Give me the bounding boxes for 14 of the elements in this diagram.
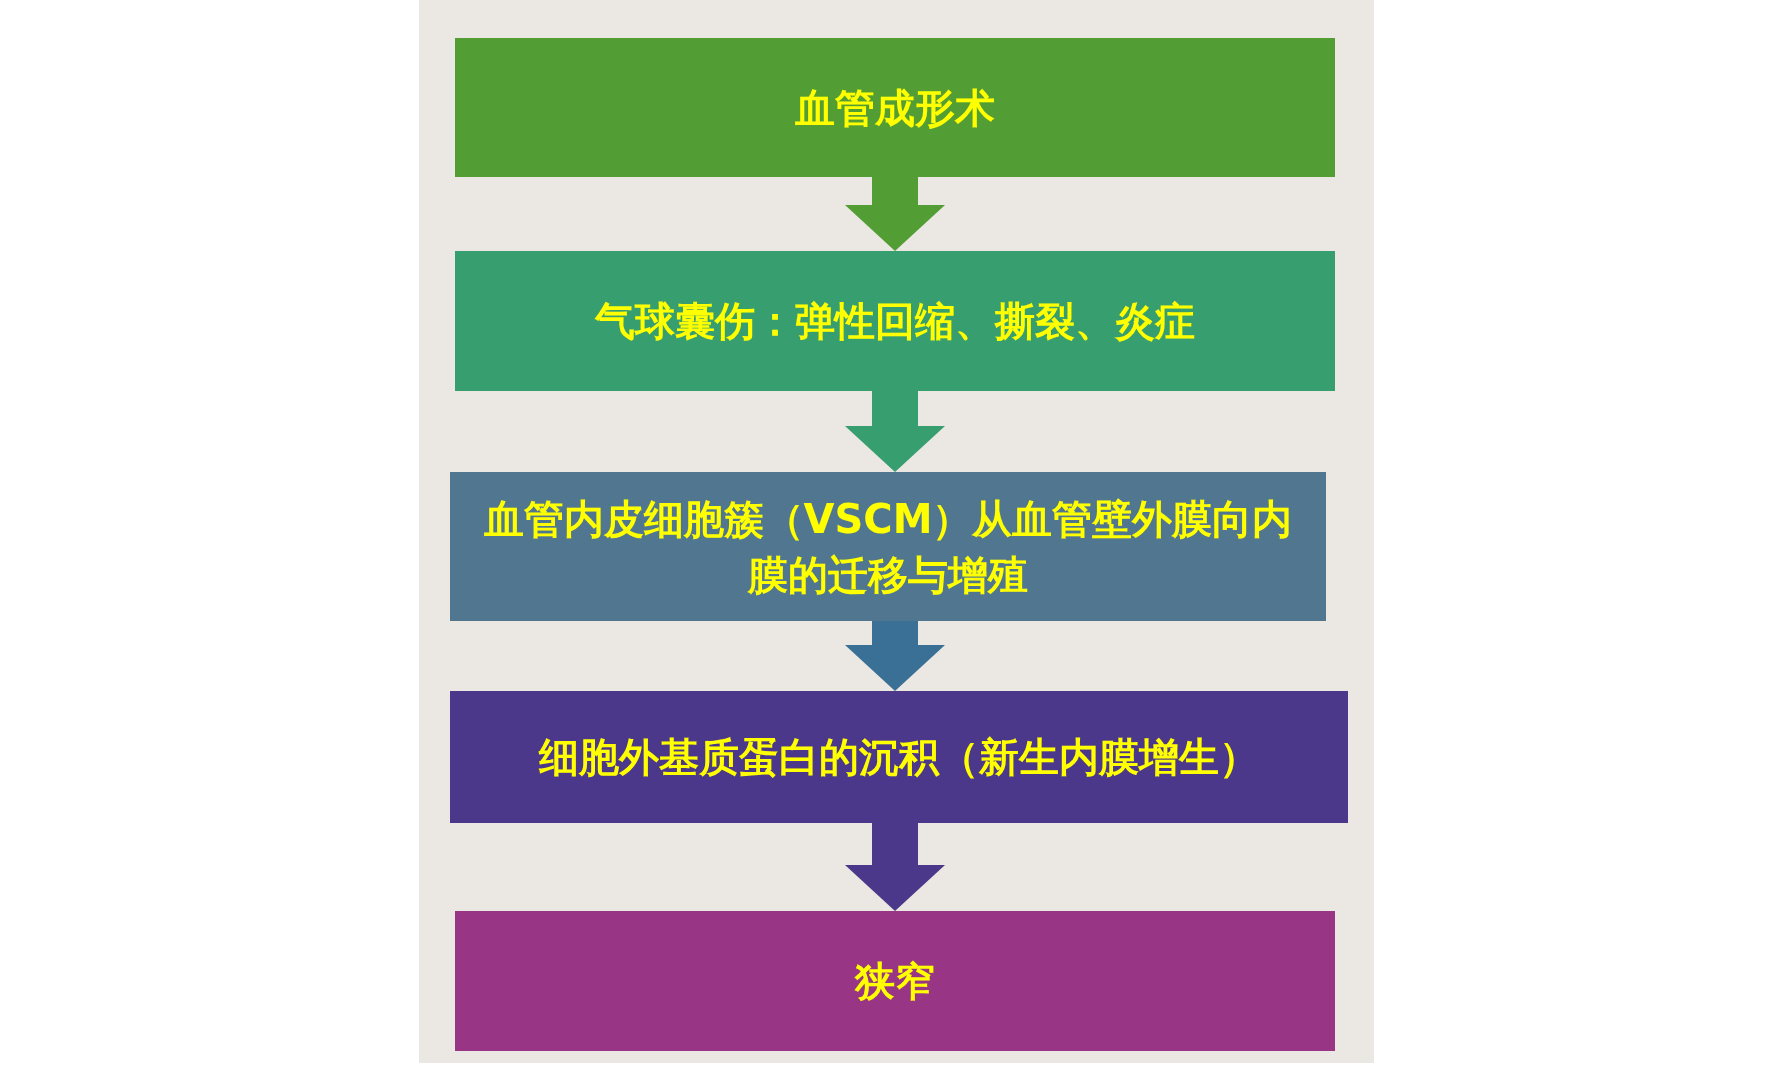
down-arrow (845, 621, 945, 691)
process-box (450, 472, 1326, 621)
process-box (455, 911, 1335, 1051)
down-arrow (845, 823, 945, 911)
step-text: 细胞外基质蛋白的沉积（新生内膜增生） (539, 733, 1259, 782)
step-text: 血管成形术 (795, 83, 995, 133)
process-box (455, 251, 1335, 391)
down-arrow (845, 391, 945, 472)
step-text: 气球囊伤：弹性回缩、撕裂、炎症 (595, 297, 1195, 346)
step-text: 狭窄 (855, 957, 935, 1006)
process-box (455, 38, 1335, 177)
down-arrow (845, 177, 945, 251)
process-box (450, 691, 1348, 823)
step-text: 血管内皮细胞簇（VSCM）从血管壁外膜向内膜的迁移与增殖 (482, 494, 1294, 600)
